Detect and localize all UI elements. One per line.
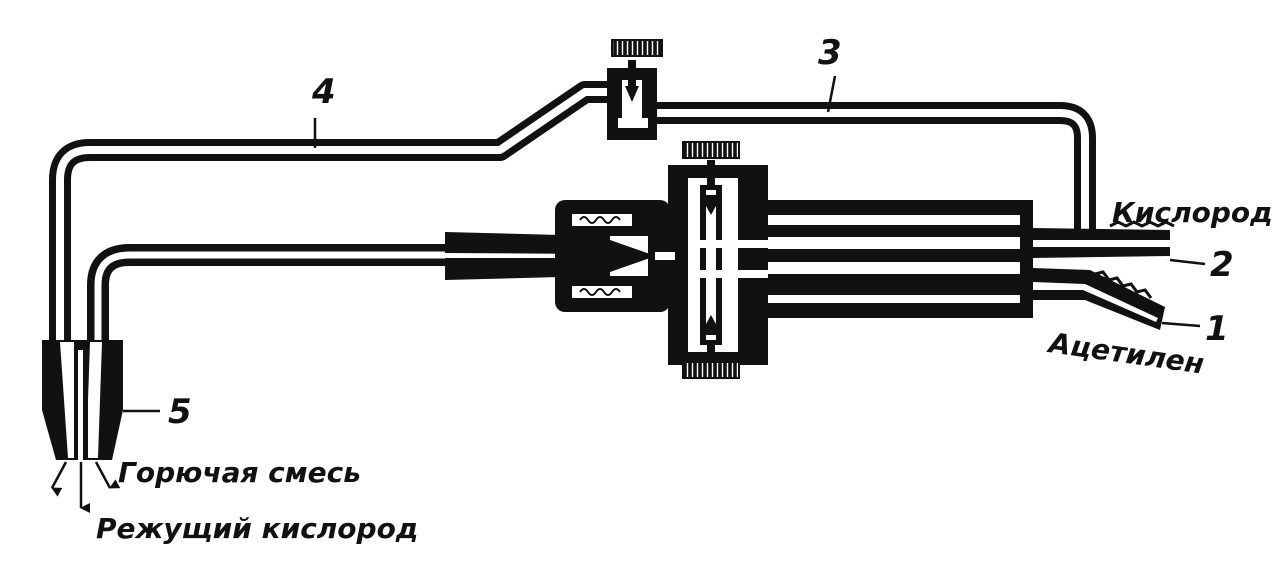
torch-body [668, 141, 768, 379]
mixing-tube [87, 232, 600, 350]
label-3: 3 [818, 33, 842, 73]
label-2: 2 [1210, 245, 1234, 285]
oxygen-nipple [1033, 220, 1175, 258]
label-1: 1 [1205, 309, 1229, 349]
leader-lines [123, 75, 1206, 413]
outlet-arrows [50, 461, 121, 513]
tube-3 [655, 102, 1096, 240]
label-cutting-oxygen: Режущий кислород [96, 512, 418, 545]
label-5: 5 [168, 392, 192, 432]
label-acetylene: Ацетилен [1045, 326, 1206, 381]
label-4: 4 [311, 72, 336, 112]
label-oxygen: Кислород [1112, 196, 1273, 229]
handle-tubes [768, 200, 1033, 318]
tube-4 [49, 81, 608, 350]
acetylene-nipple [1033, 268, 1165, 330]
label-combustible-mix: Горючая смесь [118, 456, 361, 489]
union-nut [555, 200, 675, 312]
upper-valve [607, 39, 663, 140]
nozzle [42, 340, 123, 460]
